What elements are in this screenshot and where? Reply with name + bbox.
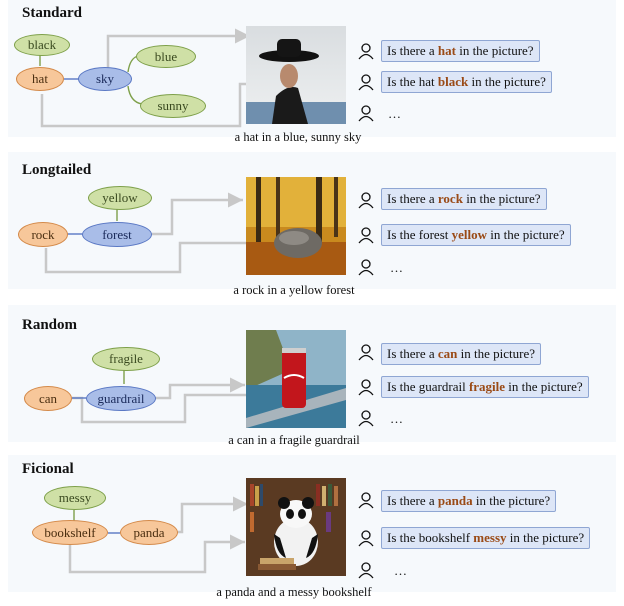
scene-node: sky [78,67,132,91]
user-icon [357,258,375,276]
panel-title: Standard [22,5,83,21]
question-box: Is the bookshelf messy in the picture? [381,527,591,549]
ellipsis: … [388,106,401,121]
object-node: rock [18,222,68,247]
ellipsis: … [390,260,403,275]
user-icon [357,343,375,361]
user-icon [357,73,375,91]
image-caption: a hat in a blue, sunny sky [234,130,362,144]
generated-image-can [246,330,346,428]
object-node: can [24,386,72,411]
ellipsis: … [394,563,407,578]
question-box: Is the hat black in the picture? [381,71,552,93]
image-caption: a panda and a messy bookshelf [216,585,372,599]
user-icon [357,42,375,60]
image-caption: a rock in a yellow forest [233,283,355,297]
attribute-node: messy [44,486,106,510]
panel-title: Longtailed [22,162,92,178]
user-icon [357,529,375,547]
question-box: Is the guardrail fragile in the picture? [381,376,589,398]
attribute-node: sunny [140,94,206,118]
scene-node: forest [82,222,152,247]
panel-title: Random [22,317,78,333]
user-icon [357,409,375,427]
question-box: Is there a panda in the picture? [381,490,557,512]
ellipsis: … [390,411,403,426]
question-box: Is there a can in the picture? [381,343,541,365]
user-icon [357,191,375,209]
generated-image-rock [246,177,346,275]
object-node: panda [120,520,178,545]
user-icon [357,104,375,122]
attribute-node: yellow [88,186,152,210]
user-icon [357,561,375,579]
question-box: Is the forest yellow in the picture? [381,224,571,246]
question-box: Is there a rock in the picture? [381,188,547,210]
question-box: Is there a hat in the picture? [381,40,540,62]
object-node: bookshelf [32,520,108,545]
panel-title: Ficional [22,461,74,477]
attribute-node: fragile [92,347,160,371]
user-icon [357,378,375,396]
object-node: hat [16,67,64,91]
attribute-node: black [14,34,70,56]
generated-image-panda [246,478,346,576]
user-icon [357,226,375,244]
generated-image-hat [246,26,346,124]
scene-node: guardrail [86,386,156,411]
image-caption: a can in a fragile guardrail [228,433,360,447]
attribute-node: blue [136,45,196,68]
user-icon [357,491,375,509]
